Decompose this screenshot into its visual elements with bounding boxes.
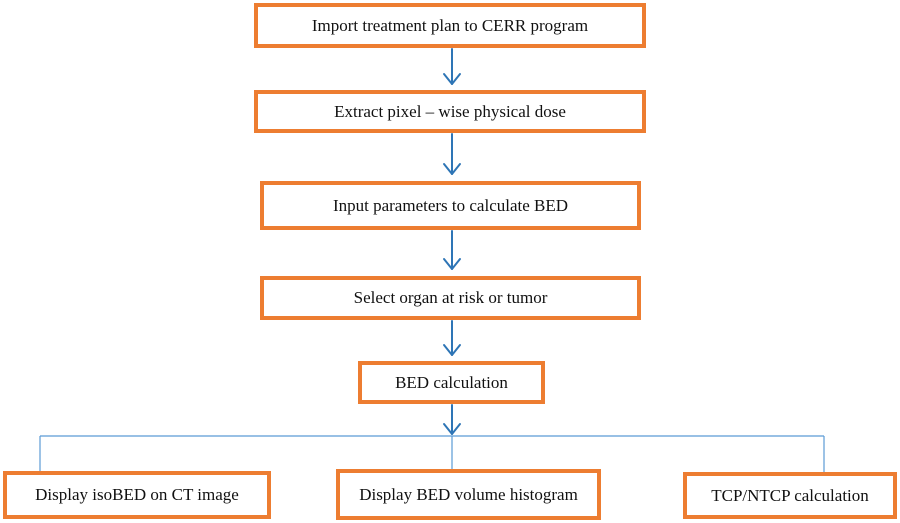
step-select-organ-box: Select organ at risk or tumor <box>260 276 641 320</box>
step-extract-dose-box: Extract pixel – wise physical dose <box>254 90 646 133</box>
output-isobed-label: Display isoBED on CT image <box>35 485 239 504</box>
step-input-parameters-box: Input parameters to calculate BED <box>260 181 641 230</box>
output-bed-histogram-box: Display BED volume histogram <box>336 469 601 520</box>
flow-arrows <box>443 48 461 435</box>
step-import-plan-box: Import treatment plan to CERR program <box>254 3 646 48</box>
arrow-step3-to-step4 <box>443 230 461 270</box>
arrow-step5-down <box>443 404 461 435</box>
step-input-parameters-label: Input parameters to calculate BED <box>332 195 569 215</box>
step-extract-dose-label: Extract pixel – wise physical dose <box>334 101 566 121</box>
step-select-organ-label: Select organ at risk or tumor <box>353 288 548 307</box>
branch-lines <box>39 435 825 472</box>
output-tcp-ntcp-label: TCP/NTCP calculation <box>711 485 869 505</box>
step-bed-calculation-box: BED calculation <box>358 361 545 404</box>
arrow-step2-to-step3 <box>443 133 461 175</box>
output-tcp-ntcp-box: TCP/NTCP calculation <box>683 472 897 519</box>
step-import-plan-label: Import treatment plan to CERR program <box>311 15 589 35</box>
step-bed-calculation-label: BED calculation <box>395 372 508 392</box>
arrow-step1-to-step2 <box>443 48 461 85</box>
arrow-step4-to-step5 <box>443 320 461 356</box>
output-bed-histogram-label: Display BED volume histogram <box>359 484 578 504</box>
output-isobed-box: Display isoBED on CT image <box>3 471 271 519</box>
